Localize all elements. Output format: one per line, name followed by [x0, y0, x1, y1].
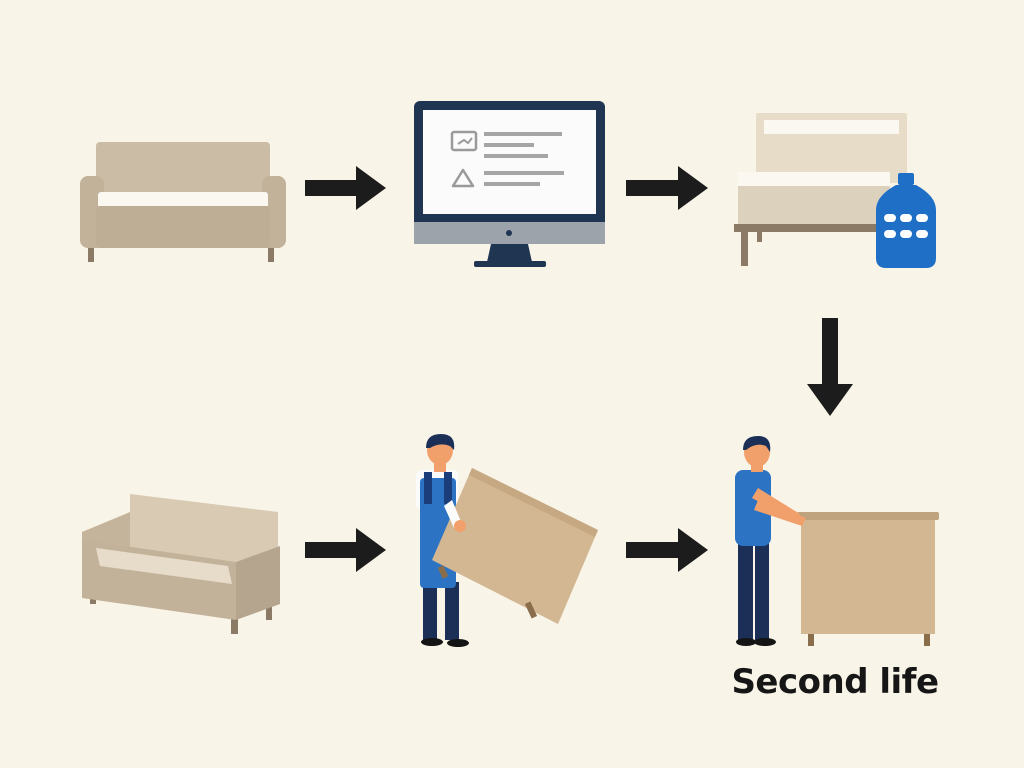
arrow-right-1 — [305, 166, 386, 210]
cardboard-box-icon — [432, 468, 598, 624]
person-with-cabinet-icon — [735, 436, 939, 646]
caption-second-life: Second life — [731, 662, 939, 702]
arrow-right-3 — [305, 528, 386, 572]
arrow-right-2 — [626, 166, 708, 210]
monitor-icon — [414, 101, 605, 267]
recycle-triangle-icon — [451, 168, 475, 188]
sofa-front-icon — [80, 142, 286, 262]
arrow-down — [807, 318, 853, 416]
bed-icon — [734, 113, 907, 266]
cleaning-bottle-icon — [876, 173, 936, 268]
mover-arm — [444, 500, 466, 532]
sofa-angled-icon — [82, 494, 280, 634]
chat-icon — [450, 130, 478, 152]
arrow-right-4 — [626, 528, 708, 572]
